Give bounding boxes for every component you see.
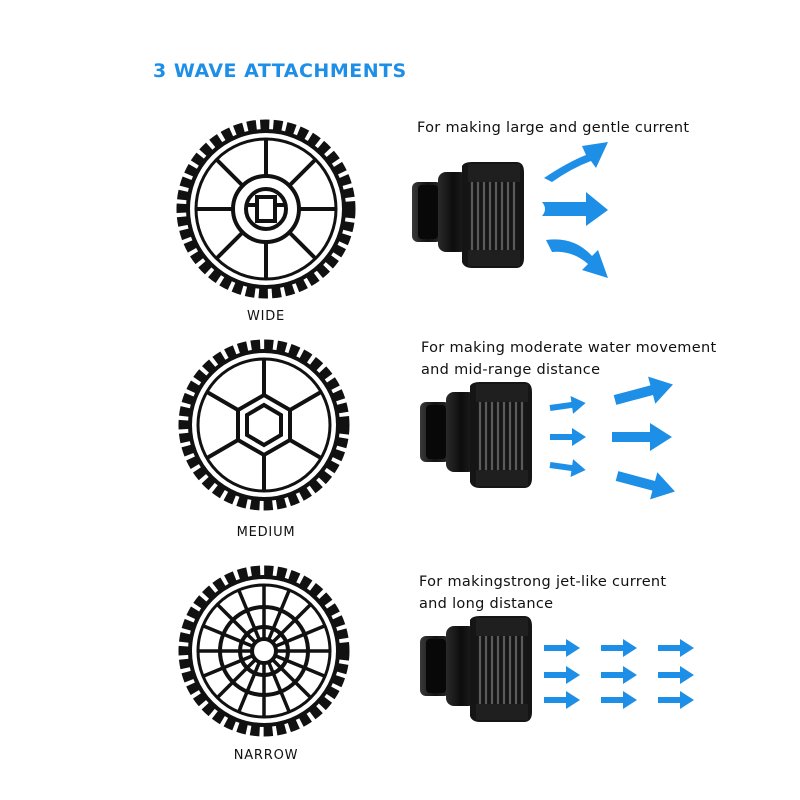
- narrow-pump-icon: [418, 614, 534, 724]
- medium-description-line-2: and mid-range distance: [421, 362, 601, 378]
- narrow-description-line-1: For makingstrong jet-like current: [419, 574, 667, 590]
- narrow-description-line-2: and long distance: [419, 596, 554, 612]
- medium-description-line-1: For making moderate water movement: [421, 340, 717, 356]
- page-title: 3 WAVE ATTACHMENTS: [153, 60, 407, 82]
- wide-attachment-icon: [176, 119, 356, 299]
- wide-flow-arrows-icon: [542, 142, 608, 278]
- narrow-flow-arrows-icon: [544, 639, 694, 709]
- medium-attachment-icon: [178, 339, 350, 511]
- wide-description-line-1: For making large and gentle current: [417, 120, 690, 136]
- narrow-attachment-icon: [178, 565, 350, 737]
- narrow-description: For makingstrong jet-like current and lo…: [419, 571, 666, 615]
- medium-pump-icon: [418, 380, 534, 490]
- wide-description: For making large and gentle current: [417, 117, 689, 139]
- wide-label: WIDE: [246, 309, 286, 324]
- medium-description: For making moderate water movement and m…: [421, 337, 716, 381]
- medium-label: MEDIUM: [236, 525, 296, 540]
- narrow-label: NARROW: [233, 748, 299, 763]
- medium-flow-arrows-icon: [548, 370, 679, 506]
- wide-pump-icon: [410, 160, 526, 270]
